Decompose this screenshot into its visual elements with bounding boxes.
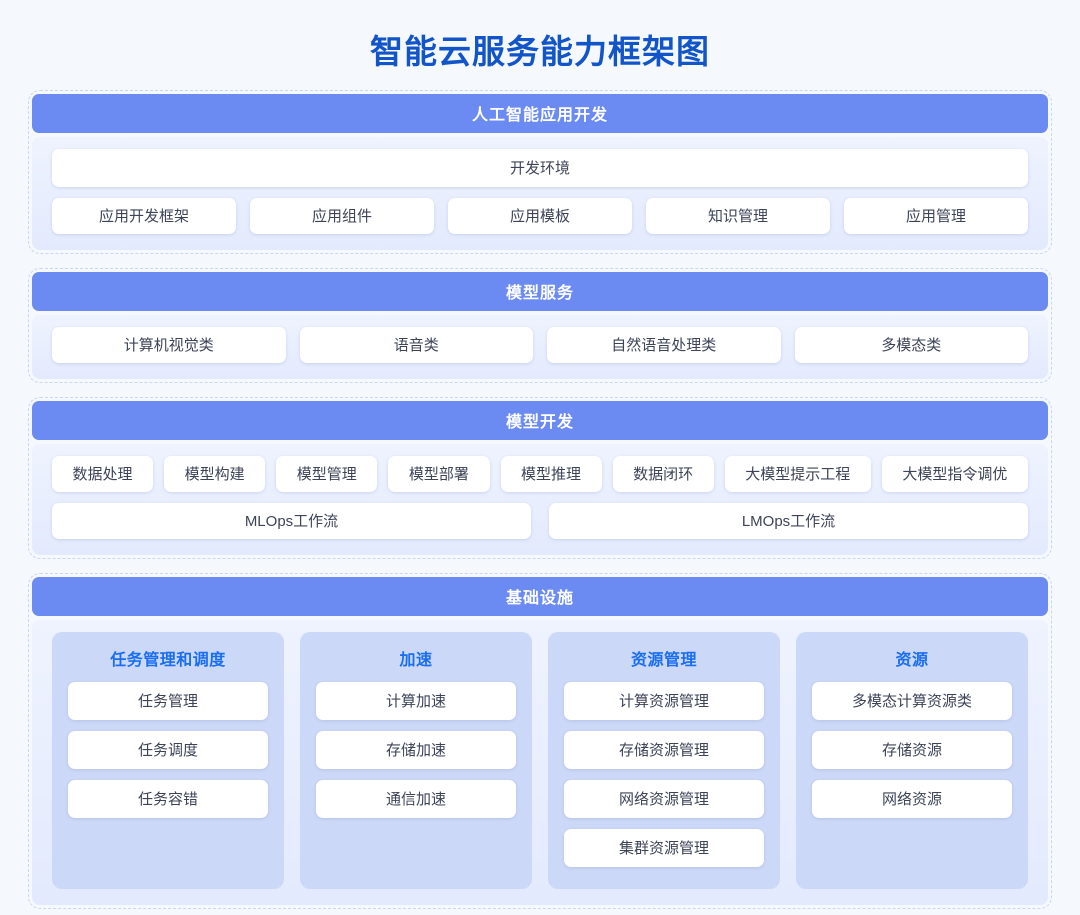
- section-header-model-development: 模型开发: [32, 400, 1048, 440]
- card-storage-acceleration[interactable]: 存储加速: [316, 730, 516, 769]
- infra-column-acceleration: 加速 计算加速 存储加速 通信加速: [300, 631, 532, 889]
- card-model-inference[interactable]: 模型推理: [500, 455, 602, 492]
- section-body-ai-application-development: 开发环境 应用开发框架 应用组件 应用模板 知识管理 应用管理: [32, 136, 1048, 250]
- card-app-component[interactable]: 应用组件: [250, 197, 434, 234]
- model-service-items-row: 计算机视觉类 语音类 自然语音处理类 多模态类: [52, 326, 1028, 363]
- card-app-template[interactable]: 应用模板: [448, 197, 632, 234]
- card-data-processing[interactable]: 数据处理: [52, 455, 154, 492]
- section-model-development: 模型开发 数据处理 模型构建 模型管理 模型部署 模型推理 数据闭环 大模型提示…: [28, 396, 1052, 559]
- model-dev-chips-row: 数据处理 模型构建 模型管理 模型部署 模型推理 数据闭环 大模型提示工程 大模…: [52, 455, 1028, 492]
- card-storage-resource-management[interactable]: 存储资源管理: [564, 730, 764, 769]
- section-ai-application-development: 人工智能应用开发 开发环境 应用开发框架 应用组件 应用模板 知识管理 应用管理: [28, 89, 1052, 254]
- card-task-fault-tolerance[interactable]: 任务容错: [68, 779, 268, 818]
- card-llm-instruction-tuning[interactable]: 大模型指令调优: [881, 455, 1028, 492]
- infra-column-resource: 资源 多模态计算资源类 存储资源 网络资源: [796, 631, 1028, 889]
- section-header-model-service: 模型服务: [32, 271, 1048, 311]
- card-cluster-resource-management[interactable]: 集群资源管理: [564, 828, 764, 867]
- section-header-infrastructure: 基础设施: [32, 576, 1048, 616]
- section-body-model-service: 计算机视觉类 语音类 自然语音处理类 多模态类: [32, 314, 1048, 379]
- card-dev-environment[interactable]: 开发环境: [52, 148, 1028, 187]
- card-network-resource[interactable]: 网络资源: [812, 779, 1012, 818]
- infra-column-title-resource-management: 资源管理: [630, 651, 697, 669]
- card-storage-resource[interactable]: 存储资源: [812, 730, 1012, 769]
- card-llm-prompt-engineering[interactable]: 大模型提示工程: [724, 455, 871, 492]
- card-lmops-workflow[interactable]: LMOps工作流: [549, 502, 1028, 539]
- card-data-closed-loop[interactable]: 数据闭环: [612, 455, 714, 492]
- infra-column-resource-management: 资源管理 计算资源管理 存储资源管理 网络资源管理 集群资源管理: [548, 631, 780, 889]
- dev-environment-row: 开发环境: [52, 148, 1028, 187]
- card-knowledge-management[interactable]: 知识管理: [646, 197, 830, 234]
- card-computer-vision[interactable]: 计算机视觉类: [52, 326, 286, 363]
- card-nlp[interactable]: 自然语音处理类: [547, 326, 781, 363]
- card-mlops-workflow[interactable]: MLOps工作流: [52, 502, 531, 539]
- card-model-management[interactable]: 模型管理: [276, 455, 378, 492]
- infra-column-task-management: 任务管理和调度 任务管理 任务调度 任务容错: [52, 631, 284, 889]
- card-speech[interactable]: 语音类: [299, 326, 533, 363]
- card-model-deployment[interactable]: 模型部署: [388, 455, 490, 492]
- infra-column-title-task-management: 任务管理和调度: [110, 651, 226, 669]
- card-compute-acceleration[interactable]: 计算加速: [316, 681, 516, 720]
- card-compute-resource-management[interactable]: 计算资源管理: [564, 681, 764, 720]
- infrastructure-columns: 任务管理和调度 任务管理 任务调度 任务容错 加速 计算加速 存储加速 通信加速…: [52, 631, 1028, 889]
- section-body-model-development: 数据处理 模型构建 模型管理 模型部署 模型推理 数据闭环 大模型提示工程 大模…: [32, 443, 1048, 555]
- section-header-ai-application-development: 人工智能应用开发: [32, 93, 1048, 133]
- card-network-resource-management[interactable]: 网络资源管理: [564, 779, 764, 818]
- card-app-dev-framework[interactable]: 应用开发框架: [52, 197, 236, 234]
- infra-column-title-resource: 资源: [895, 651, 929, 669]
- card-task-management[interactable]: 任务管理: [68, 681, 268, 720]
- card-model-building[interactable]: 模型构建: [164, 455, 266, 492]
- card-task-scheduling[interactable]: 任务调度: [68, 730, 268, 769]
- card-app-management[interactable]: 应用管理: [844, 197, 1028, 234]
- section-infrastructure: 基础设施 任务管理和调度 任务管理 任务调度 任务容错 加速 计算加速 存储加速…: [28, 572, 1052, 909]
- infra-column-title-acceleration: 加速: [399, 651, 433, 669]
- card-multimodal[interactable]: 多模态类: [794, 326, 1028, 363]
- page-title: 智能云服务能力框架图: [370, 33, 710, 70]
- card-communication-acceleration[interactable]: 通信加速: [316, 779, 516, 818]
- ai-app-items-row: 应用开发框架 应用组件 应用模板 知识管理 应用管理: [52, 197, 1028, 234]
- section-model-service: 模型服务 计算机视觉类 语音类 自然语音处理类 多模态类: [28, 267, 1052, 383]
- model-dev-ops-row: MLOps工作流 LMOps工作流: [52, 502, 1028, 539]
- section-body-infrastructure: 任务管理和调度 任务管理 任务调度 任务容错 加速 计算加速 存储加速 通信加速…: [32, 619, 1048, 905]
- card-multimodal-compute-resource[interactable]: 多模态计算资源类: [812, 681, 1012, 720]
